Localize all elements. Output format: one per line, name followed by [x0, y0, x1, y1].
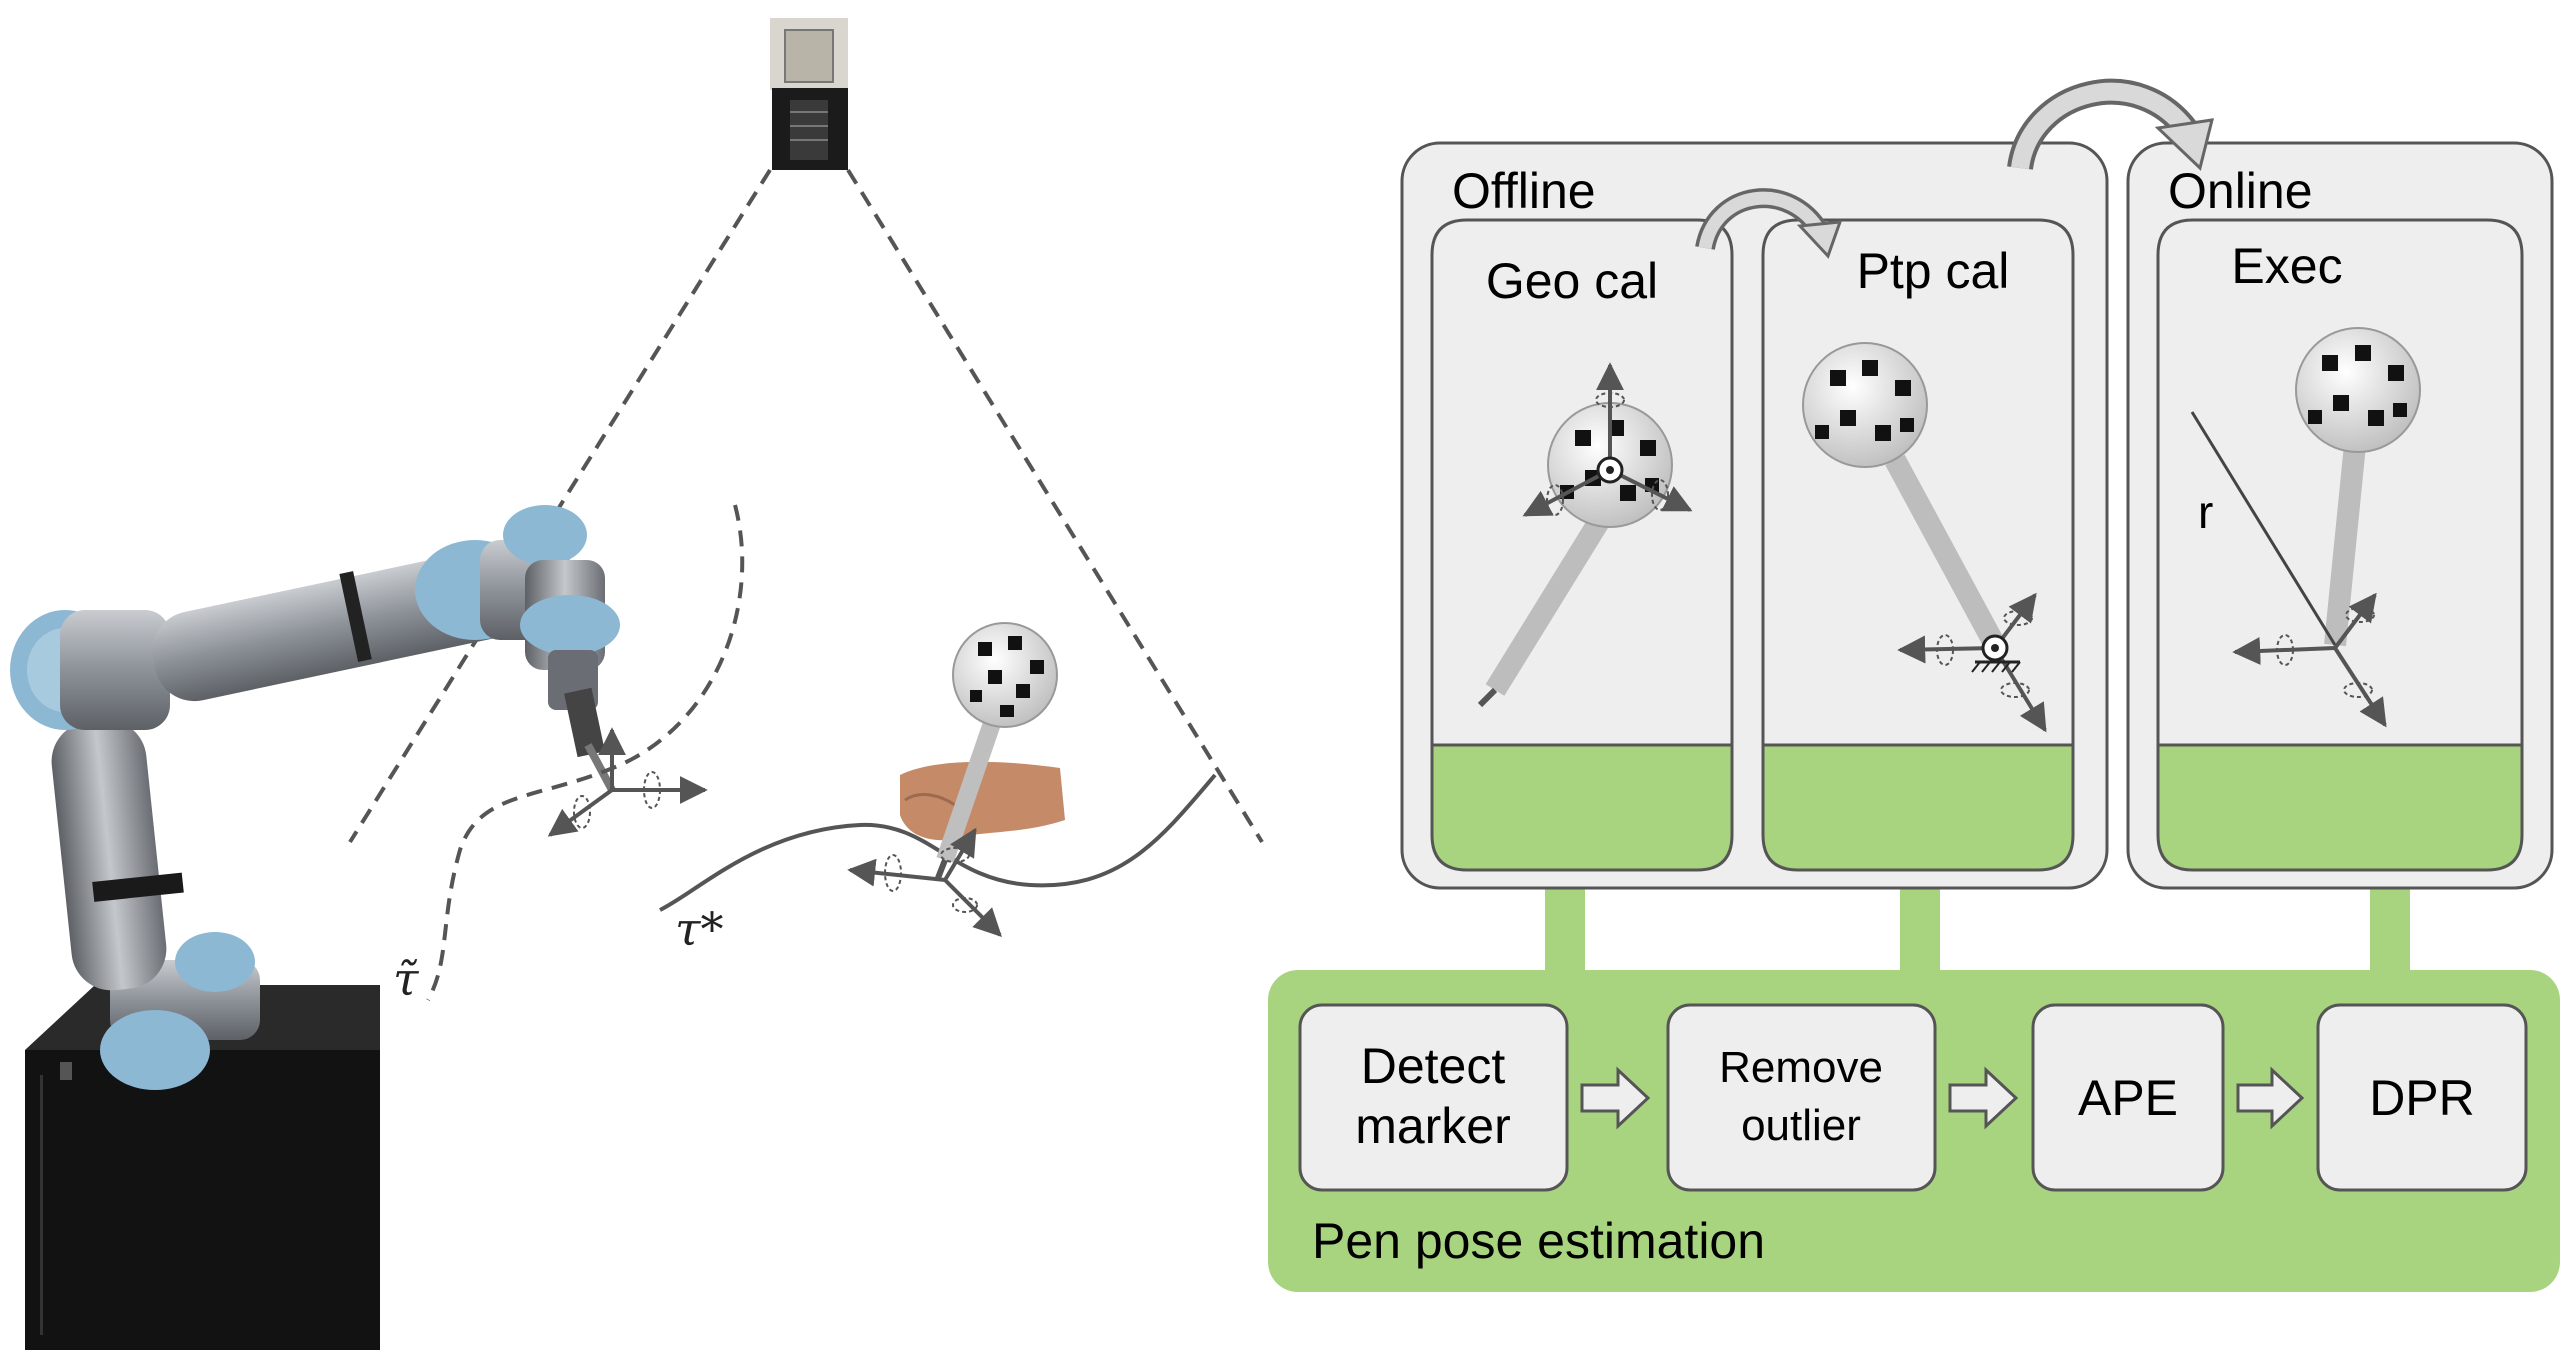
online-label: Online	[2168, 163, 2313, 219]
geo-cal-pen-illustration	[1477, 362, 1693, 708]
robot-arm-image	[10, 505, 620, 1350]
hand-pen-frame	[847, 827, 1002, 937]
camera-image	[770, 18, 848, 170]
exec-r-label: r	[2198, 486, 2213, 538]
workflow-diagram: Offline Online Geo cal Ptp cal Exec	[1268, 78, 2560, 1292]
tau-star-label: τ*	[675, 902, 723, 956]
exec-label: Exec	[2231, 238, 2342, 294]
exec-panel	[2156, 218, 2524, 872]
offline-to-online-arrow	[2007, 78, 2214, 171]
arrow-ape-to-dpr	[2236, 1066, 2305, 1130]
tau-tilde-label: τ̃	[393, 952, 420, 1006]
scene-left: τ̃ τ*	[10, 18, 1264, 1350]
geo-to-ptp-arrow	[1695, 188, 1843, 259]
step-arrows	[1580, 1066, 2305, 1130]
geo-cal-label: Geo cal	[1486, 253, 1658, 309]
hand-pen-image	[900, 622, 1065, 880]
exec-pen-illustration	[2190, 327, 2421, 728]
trajectory-tau-tilde	[426, 504, 745, 1001]
step-detect-marker: Detect marker	[1298, 1003, 1569, 1192]
exec-ray-r	[2190, 411, 2337, 646]
camera-fov-right	[846, 168, 1264, 844]
ptp-cal-pen-illustration	[1802, 342, 2047, 733]
ptp-cal-panel	[1761, 218, 2075, 872]
step-ape-label: APE	[2078, 1070, 2178, 1126]
camera-fov-left	[348, 168, 772, 844]
ptp-cal-label: Ptp cal	[1857, 243, 2010, 299]
step-dpr-label: DPR	[2369, 1070, 2475, 1126]
step-remove-outlier: Remove outlier	[1666, 1003, 1937, 1192]
arrow-remove-to-ape	[1948, 1066, 2019, 1130]
step-detect-marker-line1: Detect	[1361, 1038, 1506, 1094]
arrow-detect-to-remove	[1580, 1066, 1651, 1130]
offline-label: Offline	[1452, 163, 1596, 219]
step-detect-marker-line2: marker	[1355, 1098, 1511, 1154]
pipeline-label: Pen pose estimation	[1312, 1213, 1765, 1269]
step-remove-outlier-line2: outlier	[1741, 1101, 1861, 1150]
step-remove-outlier-line1: Remove	[1719, 1043, 1883, 1092]
robot-pen-frame	[547, 727, 708, 837]
step-dpr: DPR	[2316, 1003, 2528, 1192]
step-ape: APE	[2031, 1003, 2225, 1192]
